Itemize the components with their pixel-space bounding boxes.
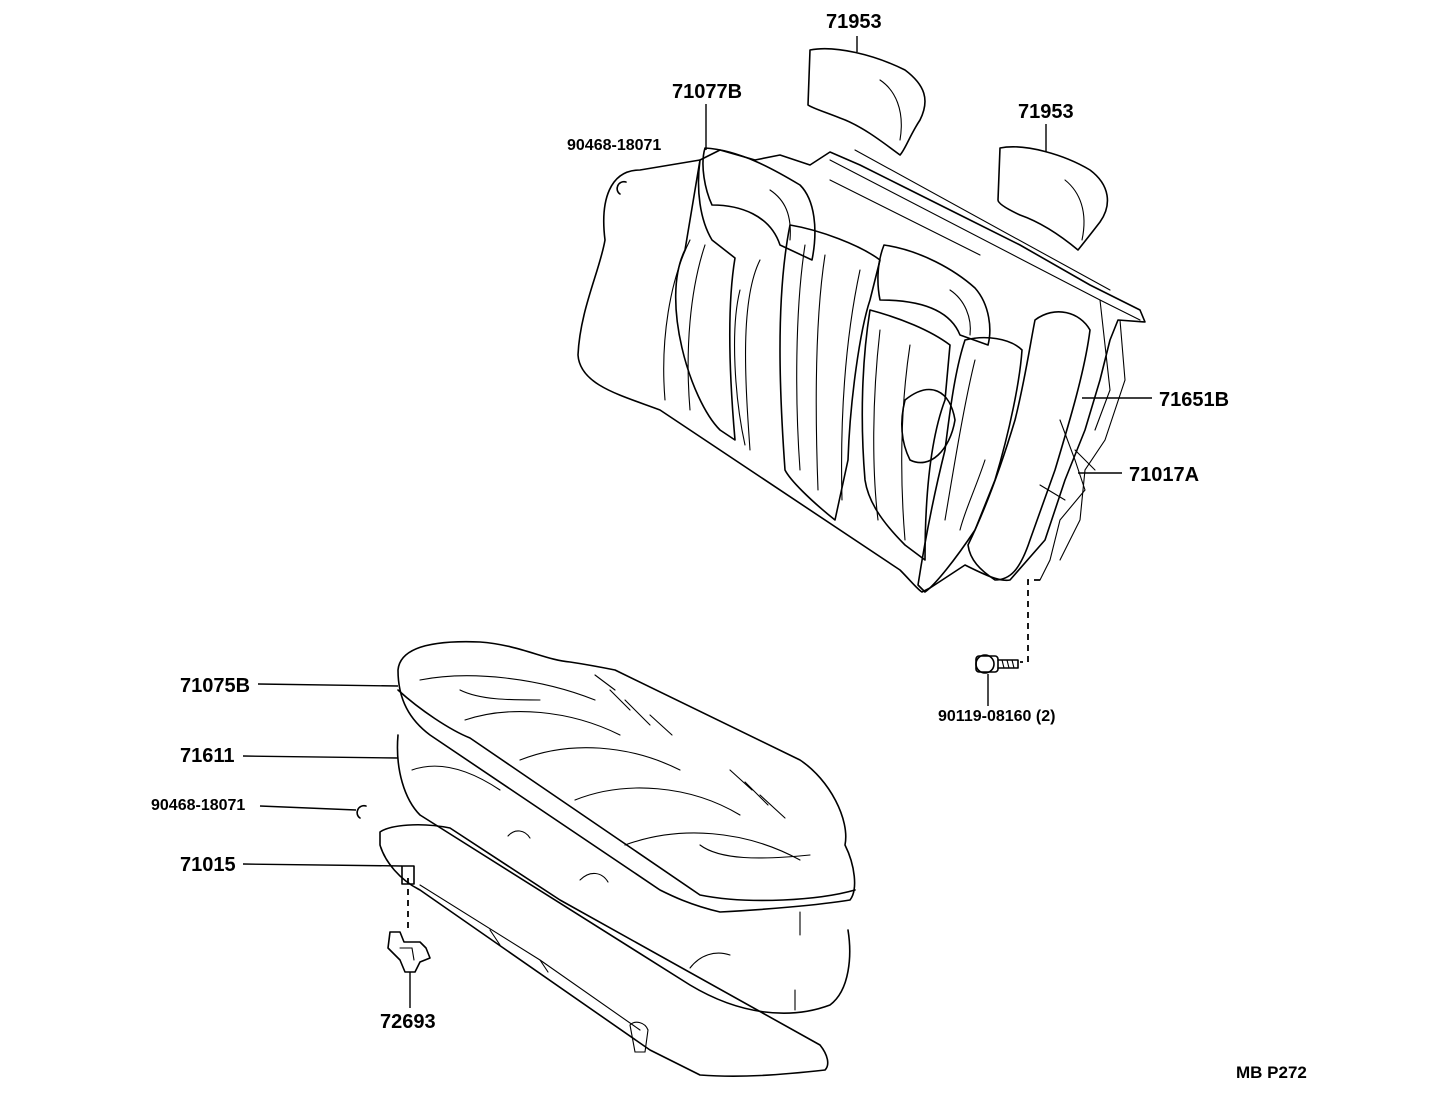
hook-clip-icon [401,865,415,885]
bolt-dashed-line [1020,579,1040,663]
label-cushion-assy: 71015 [180,854,236,876]
label-cushion-cover: 71075B [180,675,251,697]
headrest-right [997,146,1109,251]
label-hook: 72693 [380,1011,436,1033]
reference-code: MB P272 [1236,1063,1307,1082]
seat-cushion [379,640,856,1077]
label-hog-ring-top: 90468-18071 [567,137,662,154]
label-bolt: 90119-08160 (2) [938,708,1056,725]
headrest-top [807,47,926,156]
label-hog-ring-bottom: 90468-18071 [151,797,246,814]
hog-ring-bottom-icon [356,804,367,819]
label-back-frame: 71651B [1159,389,1230,411]
hog-ring-top-icon [616,180,627,195]
label-headrest-top: 71953 [826,11,882,33]
seat-back [577,147,1146,593]
label-cushion-pad: 71611 [180,745,235,767]
bolt-icon [975,654,1019,674]
label-back-assy: 71017A [1129,464,1200,486]
leader-lines [242,36,1152,1008]
label-back-cover: 71077B [672,81,743,103]
hook-icon [387,931,431,973]
label-headrest-right: 71953 [1018,101,1074,123]
